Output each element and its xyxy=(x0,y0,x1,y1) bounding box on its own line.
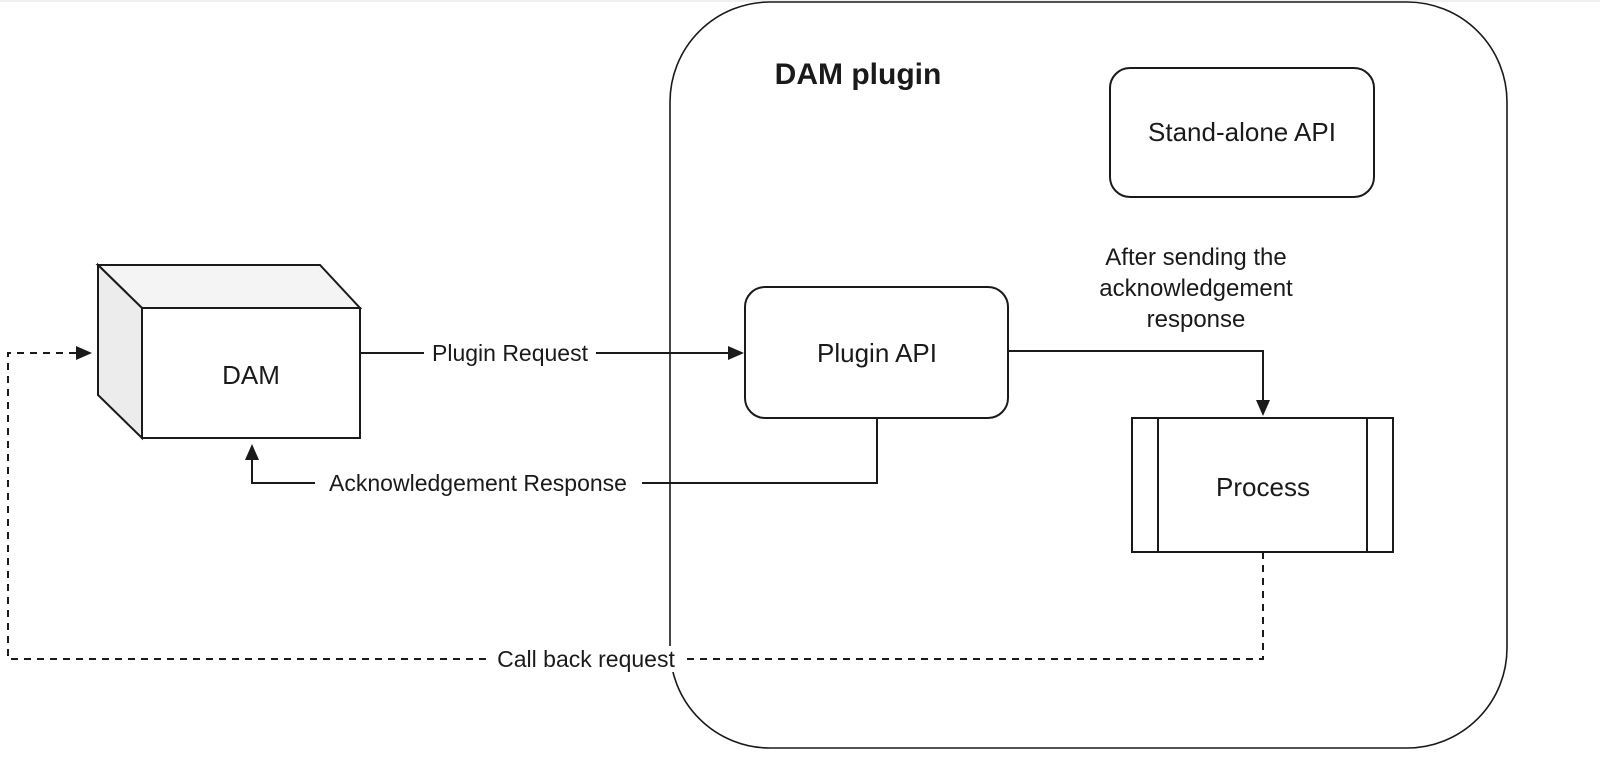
dam-node-label: DAM xyxy=(222,360,280,390)
dam-cube-front-face xyxy=(141,307,361,439)
plugin-request-label: Plugin Request xyxy=(432,340,589,366)
after-ack-annotation-line1: After sending the xyxy=(1105,244,1286,271)
dam-plugin-container-title: DAM plugin xyxy=(775,58,942,91)
callback-request-label-bg xyxy=(487,646,686,672)
process-box xyxy=(1131,417,1394,553)
after-ack-annotation-line3: response xyxy=(1147,306,1246,333)
dam-node: DAM xyxy=(95,262,363,441)
standalone-api-node: Stand-alone API xyxy=(1109,67,1375,198)
after-ack-annotation-line2: acknowledgement xyxy=(1099,275,1293,302)
callback-request-edge xyxy=(7,346,1264,660)
process-node: Process xyxy=(1131,417,1394,553)
plugin-request-label-bg xyxy=(424,340,596,366)
plugin-api-node: Plugin API xyxy=(744,286,1009,419)
process-label: Process xyxy=(1216,472,1310,502)
dam-cube-top-face xyxy=(95,264,363,309)
standalone-api-box xyxy=(1109,67,1375,198)
plugin-api-to-process-edge xyxy=(1008,350,1270,416)
after-ack-annotation: After sending the acknowledgement respon… xyxy=(1099,244,1293,333)
plugin-api-label: Plugin API xyxy=(817,338,937,368)
standalone-api-label: Stand-alone API xyxy=(1148,117,1336,147)
plugin-api-box xyxy=(744,286,1009,419)
acknowledgement-response-label-bg xyxy=(315,470,642,496)
acknowledgement-response-label: Acknowledgement Response xyxy=(329,470,627,496)
callback-request-label: Call back request xyxy=(497,646,675,672)
